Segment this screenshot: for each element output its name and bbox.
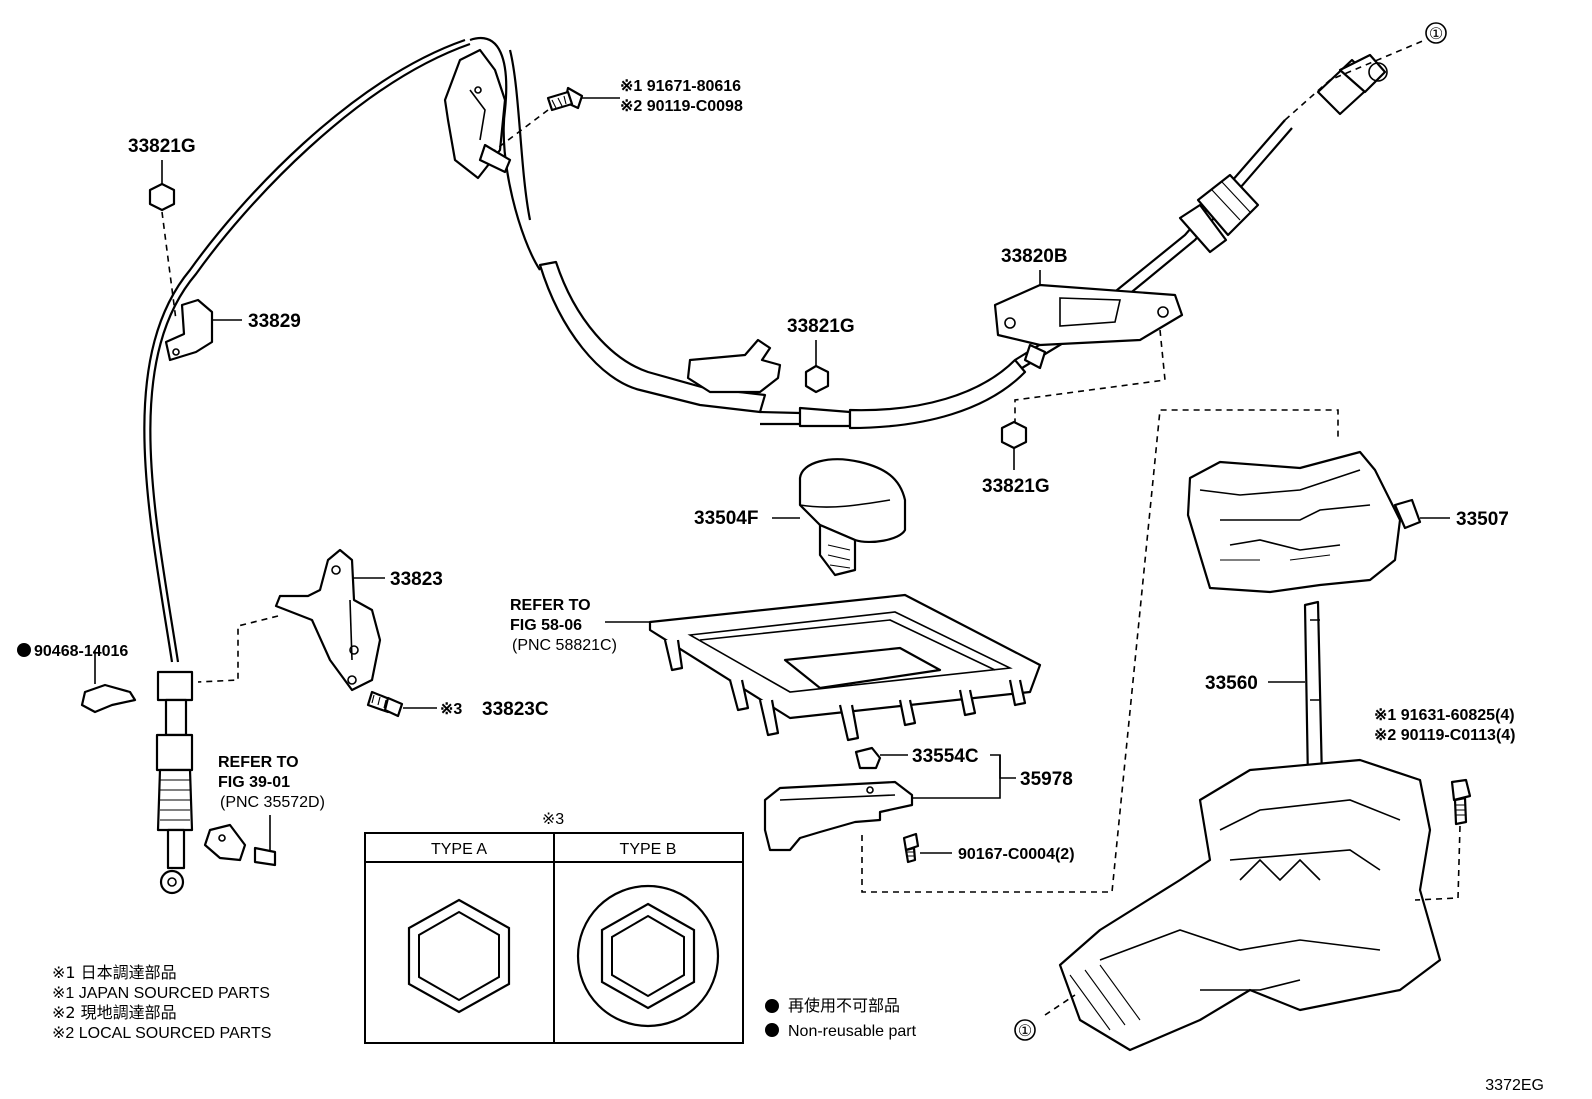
bolt-top-label-2: ※2 90119-C0098 xyxy=(620,98,743,115)
connector-mark-bottom-label: ① xyxy=(1018,1023,1032,1040)
nut-33821g-low xyxy=(1000,420,1028,450)
callout-33823c: 33823C xyxy=(482,699,549,720)
bolt-top-label-1: ※1 91671-80616 xyxy=(620,78,741,95)
bolt-right-label-1: ※1 91631-60825(4) xyxy=(1374,707,1515,724)
callout-33554c: 33554C xyxy=(912,746,979,767)
legend-line3: ※2 現地調達部品 xyxy=(52,1003,177,1022)
housing-33507 xyxy=(1186,450,1422,594)
type-b-label: TYPE B xyxy=(620,841,677,858)
nonreusable-dot-icon xyxy=(765,999,779,1013)
connector-mark-bottom: ① xyxy=(1014,1019,1036,1041)
clip-33554c xyxy=(854,746,882,770)
callout-33821g-top: 33821G xyxy=(128,136,196,157)
cable-end-lower xyxy=(155,670,194,895)
clip-90468 xyxy=(80,683,137,714)
nonreusable-legend: 再使用不可部品 Non-reusable part xyxy=(765,996,917,1040)
connector-mark-top-label: ① xyxy=(1429,26,1443,43)
callout-33507: 33507 xyxy=(1456,509,1509,530)
bolt-right-label-2: ※2 90119-C0113(4) xyxy=(1374,727,1516,744)
screw-33823c xyxy=(366,690,404,718)
type-table-header: ※3 xyxy=(542,811,564,828)
callout-33823: 33823 xyxy=(390,569,443,590)
knob-33504f xyxy=(798,458,907,577)
leader-lines xyxy=(94,39,1450,1016)
clip-33829 xyxy=(164,298,214,362)
ref-console-line3: (PNC 58821C) xyxy=(512,637,617,654)
console-panel xyxy=(648,593,1042,742)
ref-console-line1: REFER TO xyxy=(510,597,591,614)
shift-lever-33560 xyxy=(1058,600,1442,1052)
type-a-hex-icon xyxy=(407,898,511,1014)
ref-cable-line3: (PNC 35572D) xyxy=(220,794,325,811)
callout-90468: 90468-14016 xyxy=(34,643,128,660)
ref-console-line2: FIG 58-06 xyxy=(510,617,582,634)
callout-33821g-low: 33821G xyxy=(982,476,1050,497)
sourcing-legend: ※1 日本調達部品 ※1 JAPAN SOURCED PARTS ※2 現地調達… xyxy=(52,963,271,1042)
shift-cable-assembly xyxy=(143,37,1293,663)
bracket-33820b xyxy=(993,283,1184,425)
type-table: ※3 TYPE A TYPE B xyxy=(364,811,744,1044)
bolt-90167 xyxy=(902,832,920,864)
mark-3-label: ※3 xyxy=(440,701,462,718)
bracket-35978 xyxy=(763,409,1339,893)
type-b-hex-flange-icon xyxy=(576,884,720,1028)
diagram-code: 3372EG xyxy=(1485,1077,1544,1094)
bracket-33823 xyxy=(197,548,382,692)
cable-end-bracket xyxy=(443,48,512,180)
nonreusable-mark-90468 xyxy=(17,643,31,657)
legend-line4: ※2 LOCAL SOURCED PARTS xyxy=(52,1025,271,1042)
bracket-ref-39-01 xyxy=(203,815,277,867)
nut-33821g-top xyxy=(148,182,177,321)
ref-cable-line2: FIG 39-01 xyxy=(218,774,290,791)
callout-90167: 90167-C0004(2) xyxy=(958,846,1075,863)
nut-33821g-mid xyxy=(804,364,830,394)
cable-adjuster xyxy=(1178,53,1388,254)
callout-33821g-mid: 33821G xyxy=(787,316,855,337)
legend-line2: ※1 JAPAN SOURCED PARTS xyxy=(52,985,270,1002)
callout-35978: 35978 xyxy=(1020,769,1073,790)
ref-cable-line1: REFER TO xyxy=(218,754,299,771)
nonreuse-jp: 再使用不可部品 xyxy=(788,996,900,1015)
callout-33820b: 33820B xyxy=(1001,246,1068,267)
connector-mark-top: ① xyxy=(1425,22,1447,44)
legend-line1: ※1 日本調達部品 xyxy=(52,963,177,982)
type-a-label: TYPE A xyxy=(431,841,487,858)
bolt-top xyxy=(494,86,620,151)
callout-33829: 33829 xyxy=(248,311,301,332)
callout-33560: 33560 xyxy=(1205,673,1258,694)
nonreuse-en: Non-reusable part xyxy=(788,1023,917,1040)
callout-33504f: 33504F xyxy=(694,508,758,529)
nonreusable-dot-icon xyxy=(765,1023,779,1037)
bolt-right xyxy=(1414,778,1472,901)
